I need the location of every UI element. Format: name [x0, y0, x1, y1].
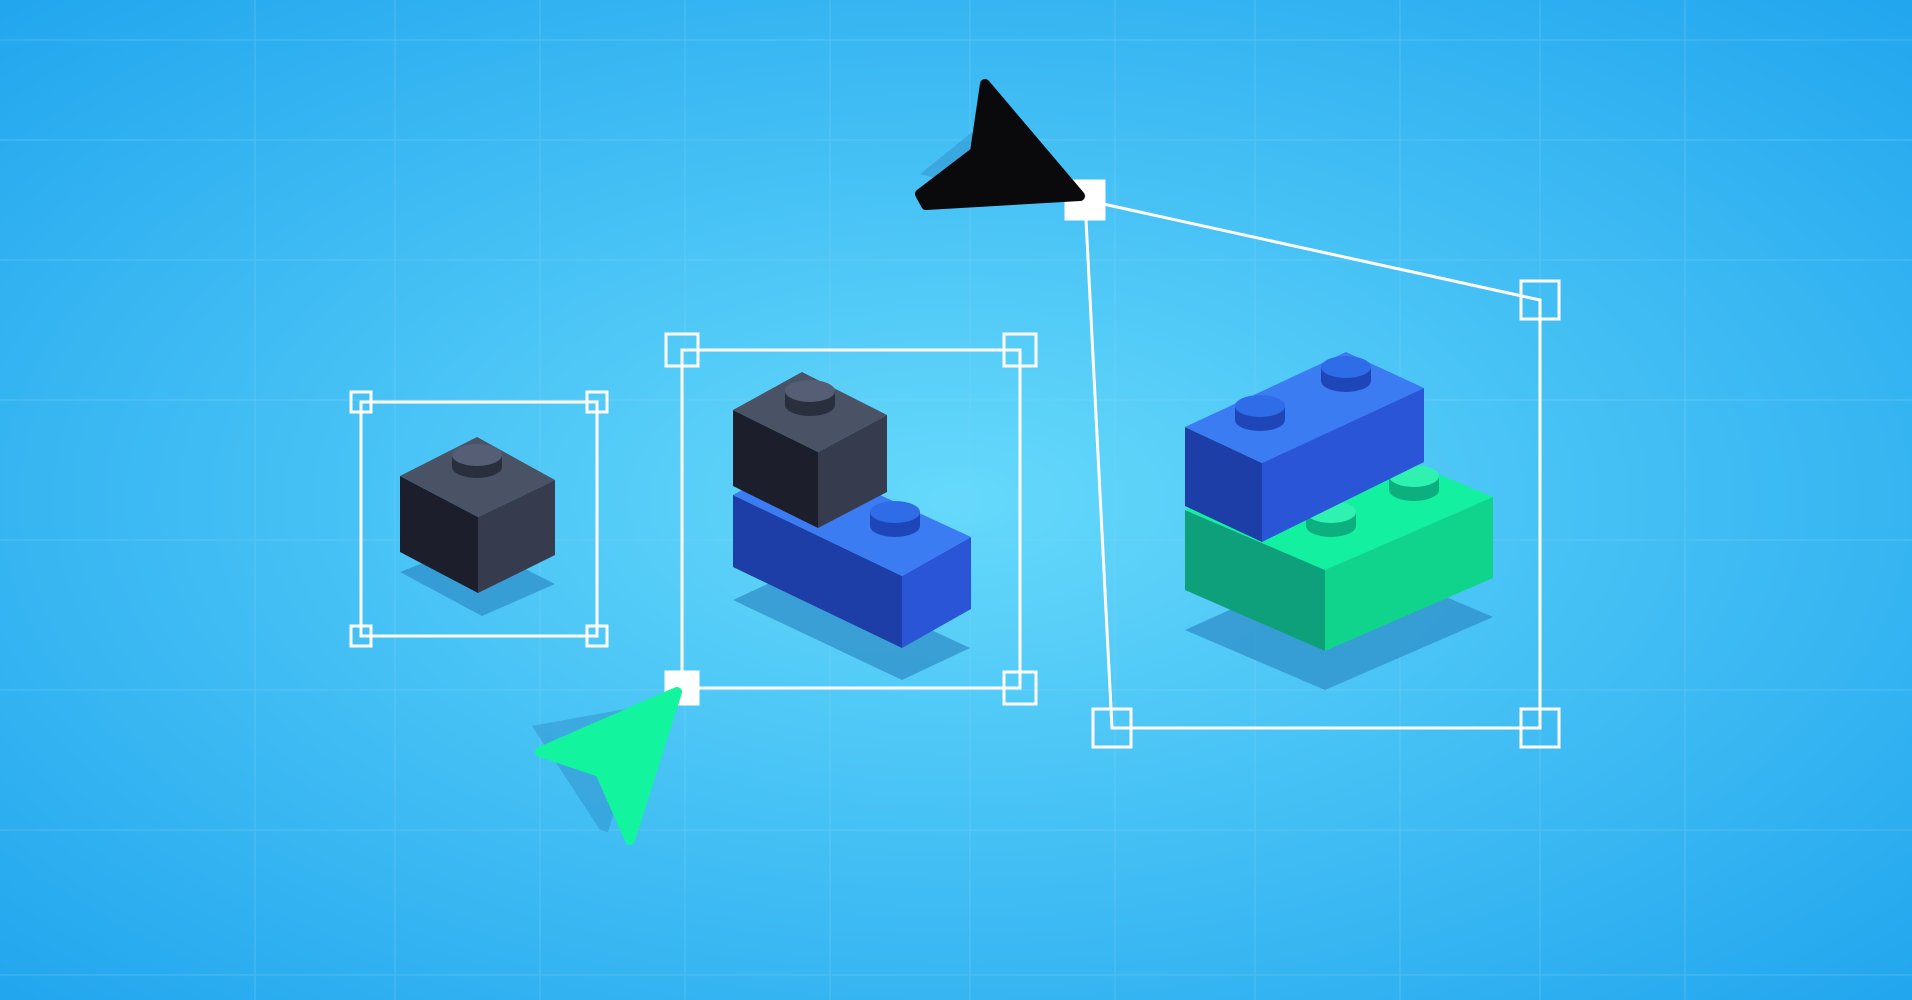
brick-dark-single[interactable] [400, 437, 555, 616]
selection-frame-medium[interactable] [664, 332, 1038, 706]
brick-shadow [733, 569, 970, 680]
resize-handle[interactable] [664, 332, 700, 368]
brick-stack-large[interactable] [1185, 352, 1493, 690]
resize-handle[interactable] [1091, 707, 1133, 749]
resize-handle[interactable] [1002, 332, 1038, 368]
selection-frame-small[interactable] [349, 390, 609, 648]
resize-handle[interactable] [1519, 707, 1561, 749]
pointer-arrow-icon [915, 79, 1085, 210]
resize-handle[interactable] [1002, 670, 1038, 706]
resize-handle[interactable] [1519, 279, 1561, 321]
resize-handle[interactable] [585, 624, 609, 648]
pointer-arrow-icon [532, 687, 682, 845]
resize-handle[interactable] [585, 390, 609, 414]
brick-stack-medium[interactable] [733, 372, 971, 680]
selection-frame-large[interactable] [1064, 179, 1561, 749]
resize-handle[interactable] [349, 390, 373, 414]
resize-handle[interactable] [349, 624, 373, 648]
